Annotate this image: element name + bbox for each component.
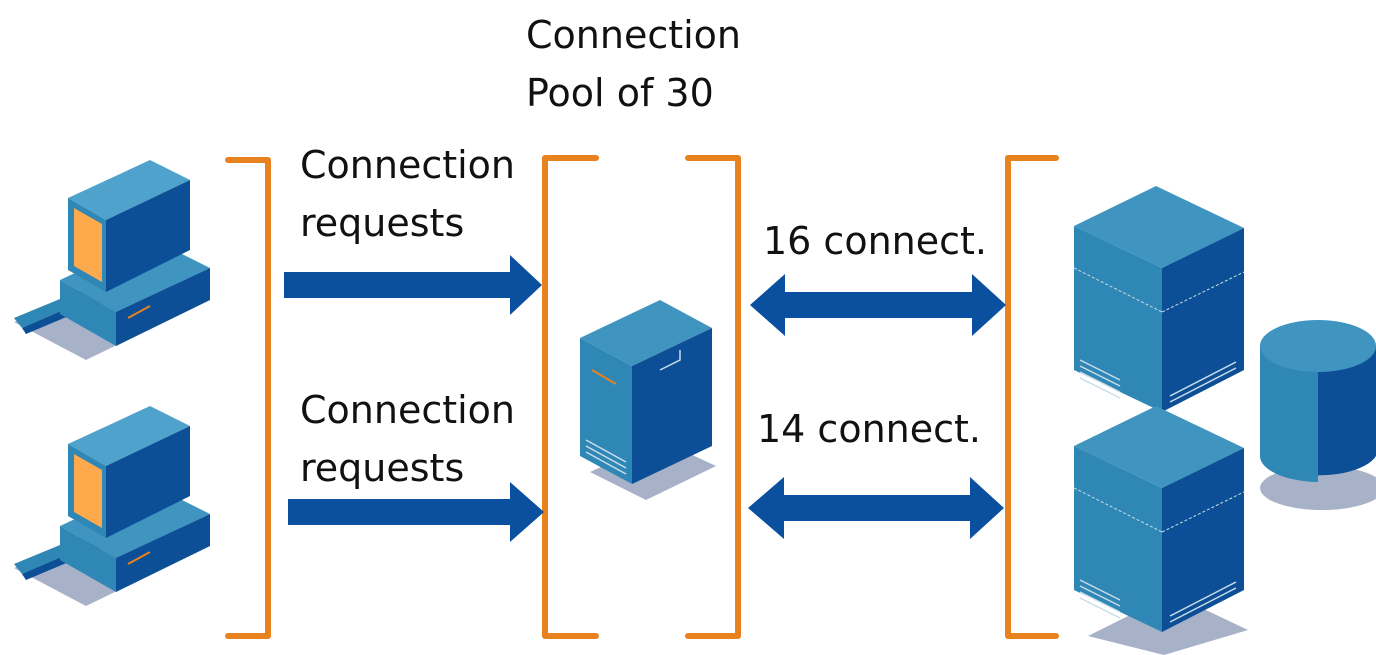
request-arrow-2 — [288, 482, 544, 542]
server-icon — [1073, 186, 1245, 412]
db-link-label-2: 14 connect. — [757, 407, 981, 451]
request-label-2-line1: Connection — [300, 388, 515, 432]
request-label-1-line2: requests — [300, 201, 464, 245]
request-arrow-1 — [284, 255, 542, 315]
request-label-2-line2: requests — [300, 446, 464, 490]
db-link-label-1: 16 connect. — [763, 219, 987, 263]
pool-right-bracket — [685, 155, 741, 639]
pool-title-line2: Pool of 30 — [526, 71, 714, 115]
client-group-bracket — [225, 157, 271, 639]
pool-title-line1: Connection — [526, 13, 741, 57]
pool-left-bracket — [542, 155, 599, 639]
database-cylinder-icon — [1260, 320, 1376, 510]
database-group-bracket — [1005, 155, 1059, 639]
desktop-computer-icon — [14, 406, 210, 606]
server-icon — [1073, 406, 1248, 655]
desktop-computer-icon — [14, 160, 210, 360]
db-link-arrow-2 — [748, 477, 1004, 539]
request-label-1-line1: Connection — [300, 143, 515, 187]
db-link-arrow-1 — [750, 274, 1006, 336]
server-icon — [580, 300, 716, 500]
